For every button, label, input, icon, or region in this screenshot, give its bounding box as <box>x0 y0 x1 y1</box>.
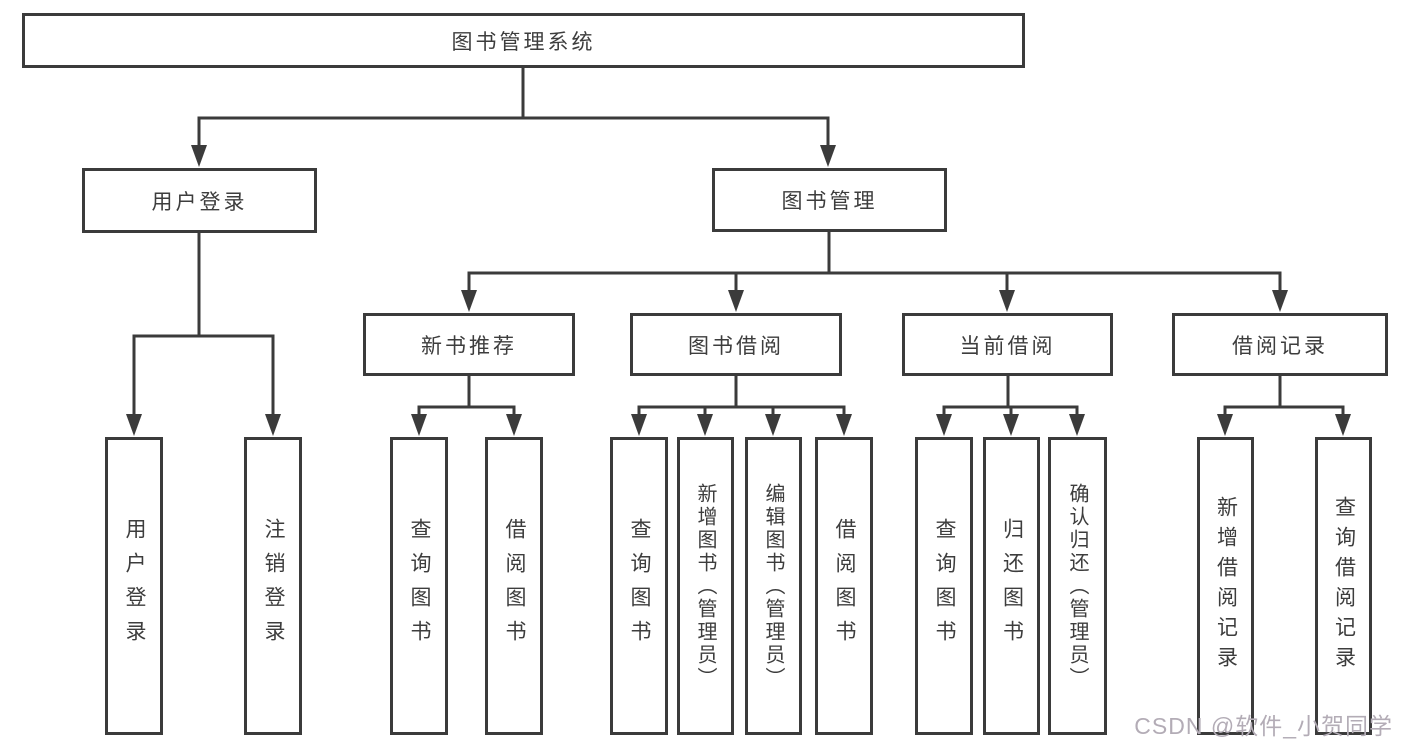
node-new-book-recommend: 新书推荐 <box>363 313 575 376</box>
leaf-edit-book-admin-label: 编辑图书（管理员） <box>762 482 784 690</box>
leaf-query-book-recommend-label: 查询图书 <box>408 518 431 654</box>
node-borrow-records-label: 借阅记录 <box>1232 334 1328 358</box>
leaf-add-borrow-record: 新增借阅记录 <box>1197 437 1254 735</box>
leaf-query-book-current-label: 查询图书 <box>933 518 956 654</box>
leaf-query-borrow-record: 查询借阅记录 <box>1315 437 1372 735</box>
leaf-add-borrow-record-label: 新增借阅记录 <box>1214 496 1238 676</box>
node-root-label: 图书管理系统 <box>451 30 596 54</box>
leaf-borrow-book-recommend: 借阅图书 <box>485 437 543 735</box>
leaf-logout-label: 注销登录 <box>262 518 285 654</box>
leaf-query-book-borrow: 查询图书 <box>610 437 668 735</box>
leaf-query-book-recommend: 查询图书 <box>390 437 448 735</box>
node-user-login-label: 用户登录 <box>151 190 248 214</box>
leaf-add-book-admin: 新增图书（管理员） <box>677 437 734 735</box>
leaf-confirm-return-admin-label: 确认归还（管理员） <box>1066 482 1088 690</box>
leaf-edit-book-admin: 编辑图书（管理员） <box>745 437 802 735</box>
leaf-logout: 注销登录 <box>244 437 302 735</box>
leaf-user-login-label: 用户登录 <box>123 518 146 654</box>
leaf-borrow-book: 借阅图书 <box>815 437 873 735</box>
leaf-return-book-label: 归还图书 <box>1000 518 1024 654</box>
leaf-add-book-admin-label: 新增图书（管理员） <box>694 482 716 690</box>
arrowhead-icons <box>126 145 1351 436</box>
node-new-book-recommend-label: 新书推荐 <box>421 334 517 358</box>
leaf-query-borrow-record-label: 查询借阅记录 <box>1332 496 1356 676</box>
node-user-login: 用户登录 <box>82 168 317 233</box>
leaf-query-book-current: 查询图书 <box>915 437 973 735</box>
leaf-confirm-return-admin: 确认归还（管理员） <box>1048 437 1107 735</box>
node-book-borrow: 图书借阅 <box>630 313 842 376</box>
node-book-management-label: 图书管理 <box>781 190 878 213</box>
node-book-management: 图书管理 <box>712 168 947 232</box>
leaf-return-book: 归还图书 <box>983 437 1040 735</box>
leaf-borrow-book-label: 借阅图书 <box>833 518 856 654</box>
leaf-borrow-book-recommend-label: 借阅图书 <box>503 518 526 654</box>
node-current-borrow-label: 当前借阅 <box>959 334 1056 358</box>
leaf-query-book-borrow-label: 查询图书 <box>628 518 651 654</box>
csdn-watermark: CSDN @软件_小贺同学 <box>1134 713 1393 739</box>
leaf-user-login: 用户登录 <box>105 437 163 735</box>
node-current-borrow: 当前借阅 <box>902 313 1113 376</box>
node-book-borrow-label: 图书借阅 <box>688 334 784 358</box>
node-root: 图书管理系统 <box>22 13 1025 68</box>
node-borrow-records: 借阅记录 <box>1172 313 1388 376</box>
